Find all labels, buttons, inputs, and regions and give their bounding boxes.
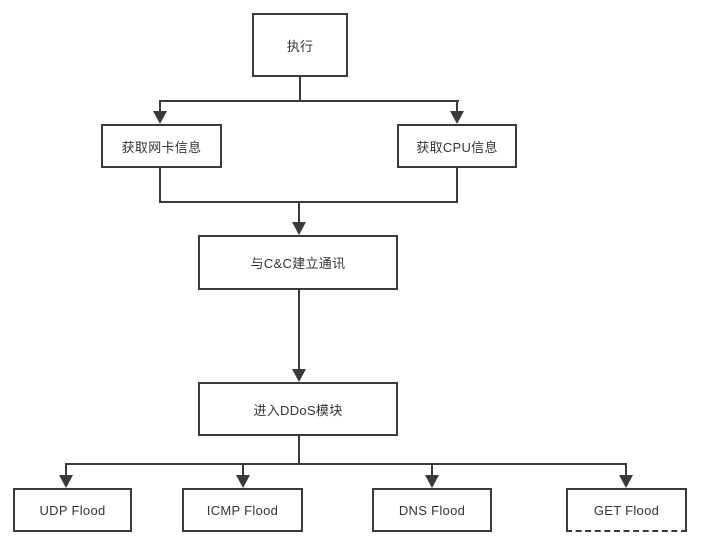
arrow-down-icon-dns — [425, 475, 439, 488]
connector-to-dns — [431, 463, 433, 476]
arrow-down-icon-icmp — [236, 475, 250, 488]
arrow-down-icon-udp — [59, 475, 73, 488]
connector-nic-down — [159, 168, 161, 203]
connector-to-nic — [159, 100, 161, 113]
node-get-nic-info: 获取网卡信息 — [101, 124, 222, 168]
arrow-down-icon-cpu — [450, 111, 464, 124]
connector-top-splitter — [159, 100, 459, 102]
connector-cpu-down — [456, 168, 458, 203]
connector-execute-stub — [299, 77, 301, 101]
arrow-down-icon-get — [619, 475, 633, 488]
connector-to-udp — [65, 463, 67, 476]
connector-cnc-to-ddos — [298, 290, 300, 370]
connector-merge-bar — [159, 201, 458, 203]
connector-to-get — [625, 463, 627, 476]
node-udp-flood: UDP Flood — [13, 488, 132, 532]
arrow-down-icon-ddos — [292, 369, 306, 382]
node-enter-ddos: 进入DDoS模块 — [198, 382, 398, 436]
node-get-flood: GET Flood — [566, 488, 687, 532]
node-icmp-flood: ICMP Flood — [182, 488, 303, 532]
arrow-down-icon-cnc — [292, 222, 306, 235]
connector-to-cnc — [298, 201, 300, 223]
connector-distributor-bar — [65, 463, 627, 465]
arrow-down-icon-nic — [153, 111, 167, 124]
connector-to-icmp — [242, 463, 244, 476]
node-dns-flood: DNS Flood — [372, 488, 492, 532]
node-execute: 执行 — [252, 13, 348, 77]
connector-ddos-down — [298, 436, 300, 465]
connector-to-cpu — [456, 100, 458, 113]
node-get-cpu-info: 获取CPU信息 — [397, 124, 517, 168]
node-connect-cnc: 与C&C建立通讯 — [198, 235, 398, 290]
